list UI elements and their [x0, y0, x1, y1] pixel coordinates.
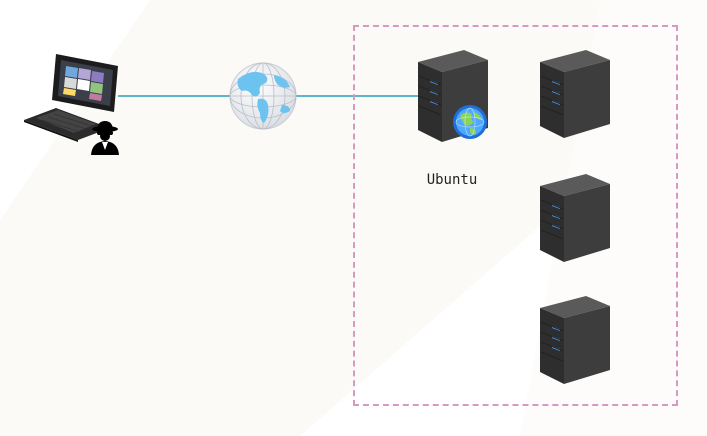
server-icon-top-right [538, 48, 612, 140]
ubuntu-server-icon [416, 48, 492, 144]
hacker-icon [88, 120, 122, 156]
server-icon-middle-right [538, 172, 612, 264]
laptop-icon [22, 50, 122, 142]
link-internet-to-ubuntu [292, 95, 420, 97]
network-zone [353, 25, 678, 406]
server-icon-bottom-right [538, 294, 612, 386]
ubuntu-server-label: Ubuntu [426, 172, 478, 188]
globe-icon [228, 61, 298, 131]
link-laptop-to-internet [118, 95, 236, 97]
